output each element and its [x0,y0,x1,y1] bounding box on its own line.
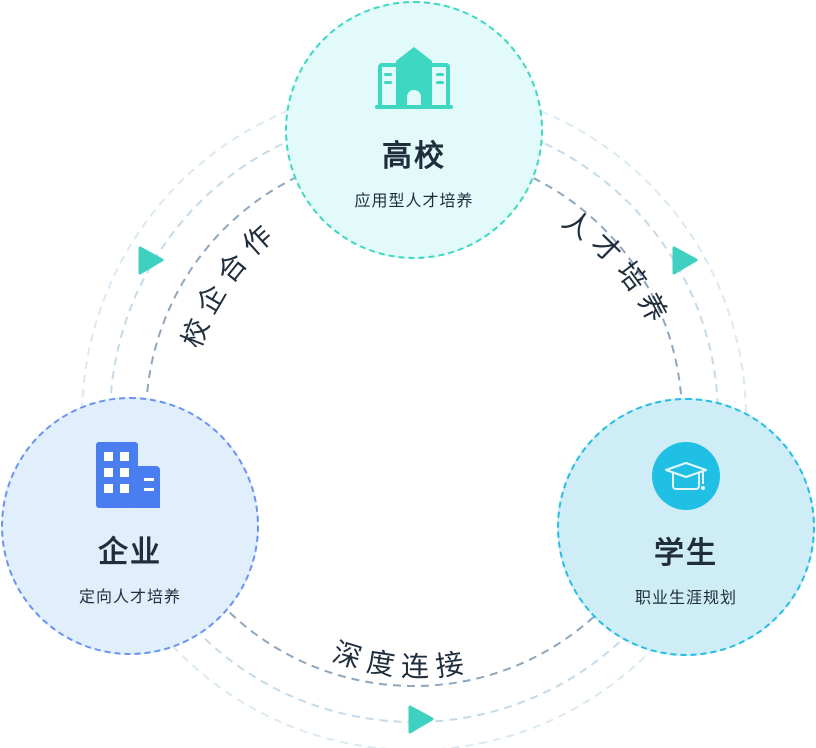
node-title: 高校 [382,140,446,173]
node-title: 企业 [98,536,162,569]
arrow-right-icon [672,246,698,275]
office-building-icon [96,441,164,509]
node-subtitle: 职业生涯规划 [634,590,737,607]
node-subtitle: 应用型人才培养 [354,193,474,210]
link-label-right: 人才培养 [557,204,676,334]
arrow-bottom-icon [408,705,434,734]
graduation-cap-icon [652,442,720,510]
link-label-bottom: 深度连接 [329,636,474,682]
link-label-left: 校企合作 [176,214,284,352]
node-university: 高校 应用型人才培养 [285,1,543,259]
node-title: 学生 [654,537,718,570]
node-enterprise: 企业 定向人才培养 [1,397,259,655]
university-building-icon [375,45,453,113]
node-subtitle: 定向人才培养 [78,589,181,606]
arrow-left-icon [138,246,164,275]
node-student: 学生 职业生涯规划 [557,398,815,656]
